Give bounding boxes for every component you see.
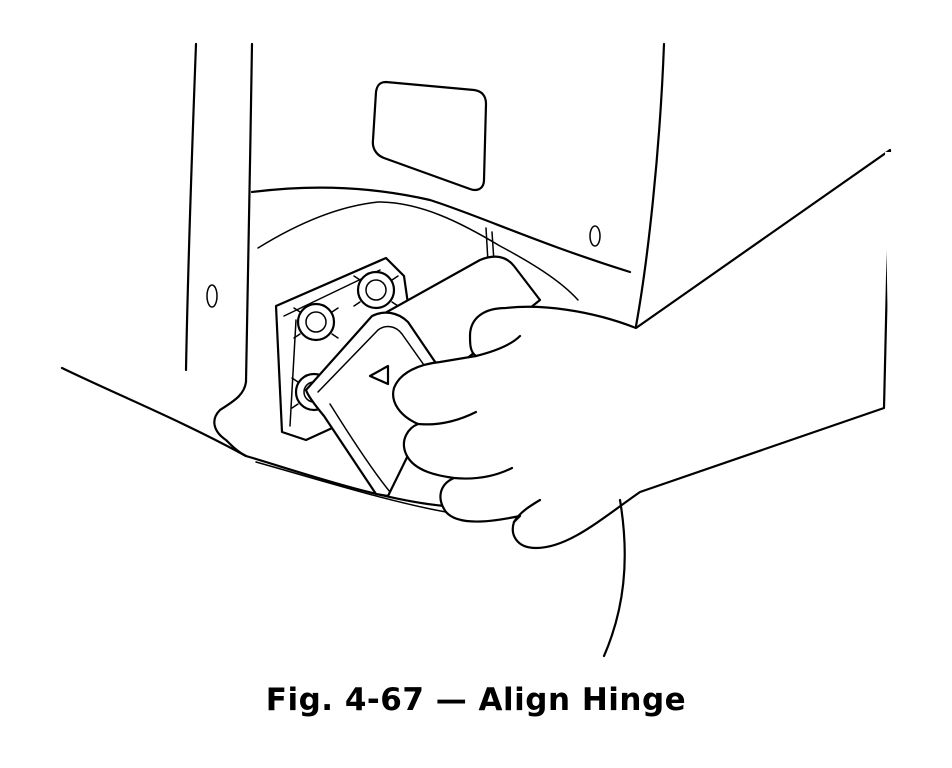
slot-right — [589, 225, 601, 247]
caption-number: Fig. 4-67 — [265, 682, 425, 718]
caption-separator: — — [424, 682, 479, 718]
hand — [392, 148, 895, 658]
hinge-bolt-upper-left — [293, 302, 339, 342]
slot-left — [206, 284, 218, 308]
caption-title: Align Hinge — [478, 682, 687, 718]
panel-opening — [371, 80, 488, 192]
hinge-bolt-upper-right — [353, 270, 399, 310]
figure-caption: Fig. 4-67 — Align Hinge — [0, 682, 952, 728]
hinge-bracket — [304, 255, 542, 498]
